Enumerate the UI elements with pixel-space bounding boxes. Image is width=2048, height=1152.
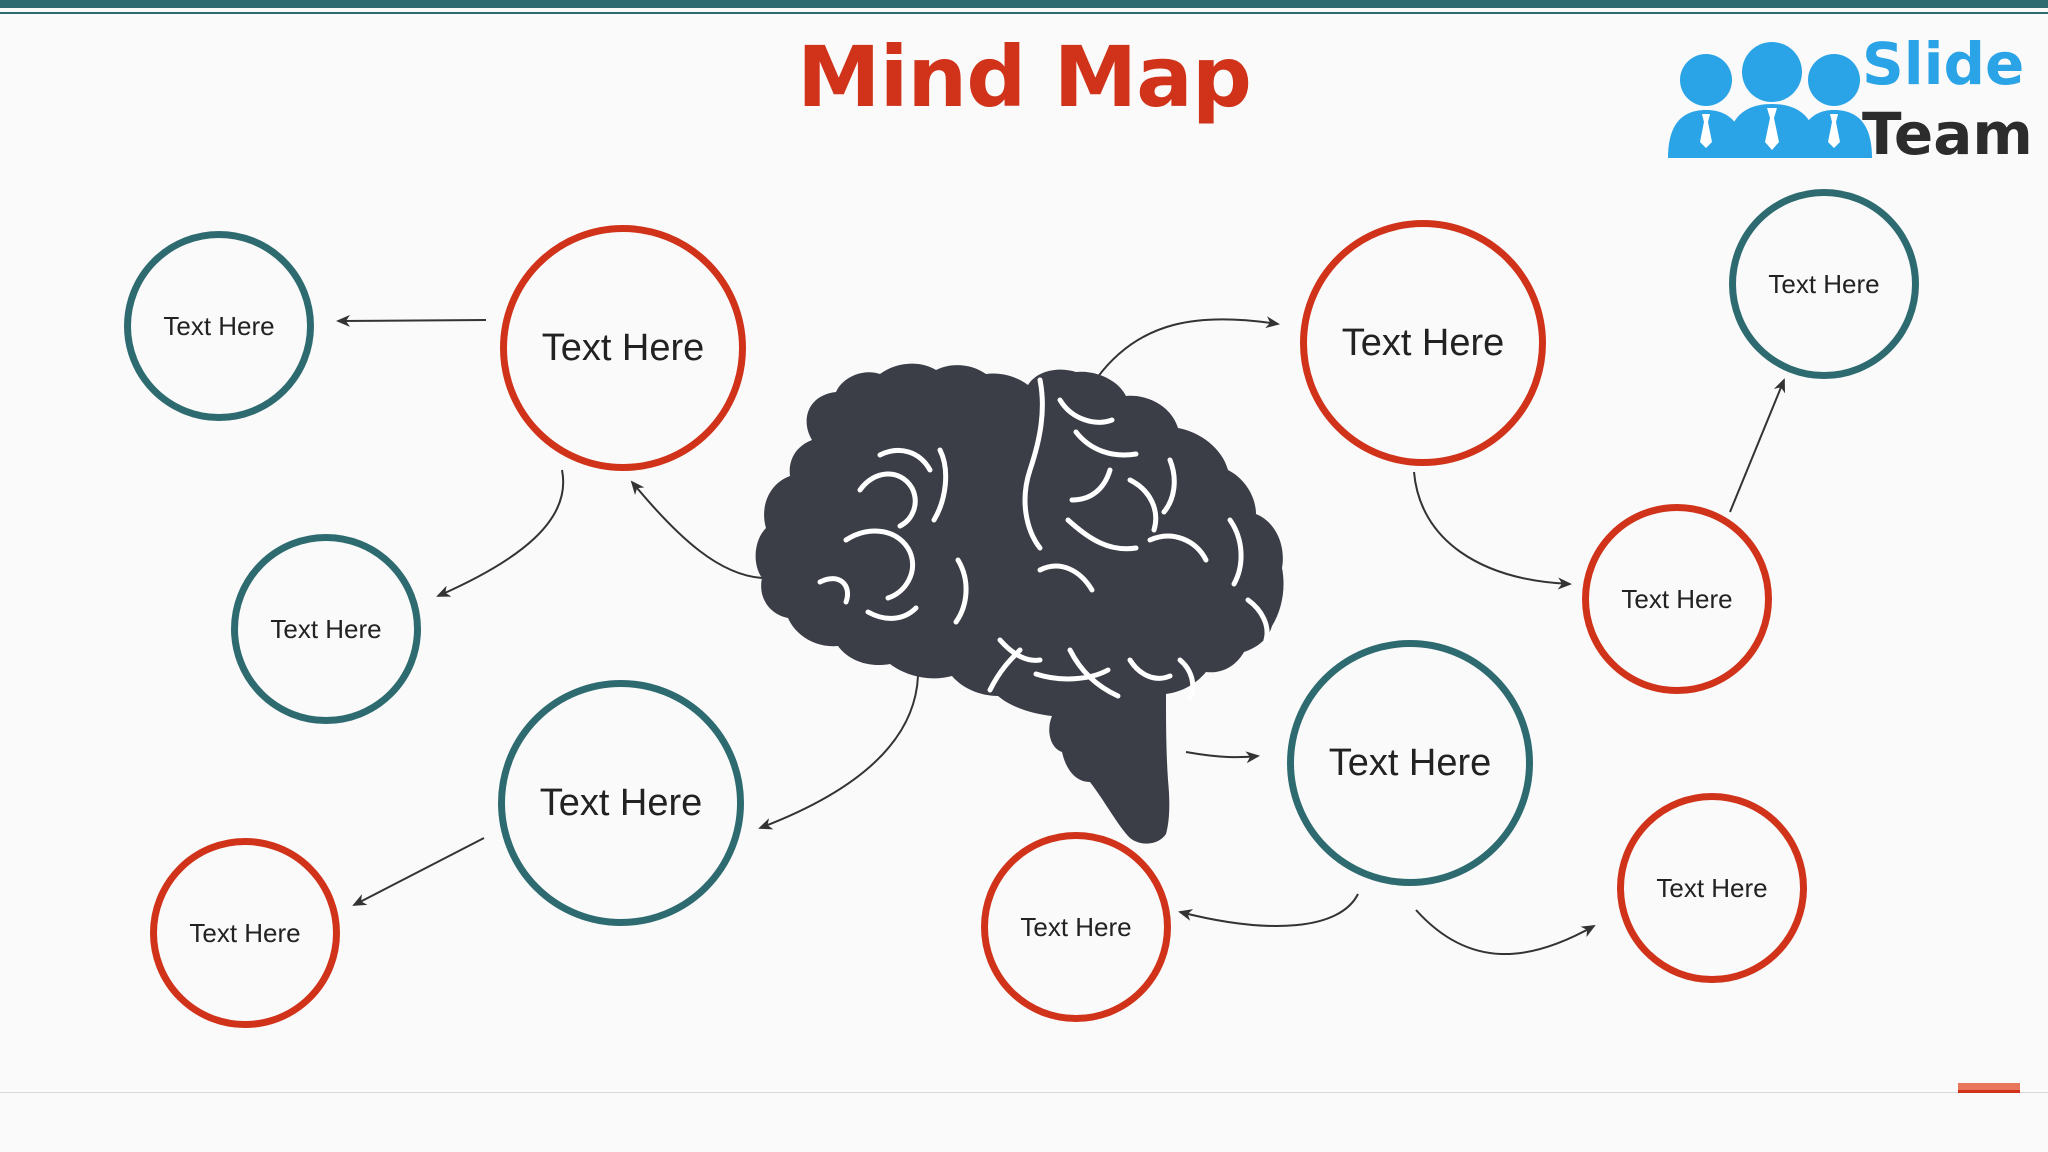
- arrow-brain-to-top-right-main: [1096, 316, 1280, 379]
- arrow-brain-to-bottom-right-main: [1185, 751, 1260, 764]
- arrow-top-right-main-to-right-mid-leaf: [1413, 471, 1572, 590]
- node-bottom-left-main: Text Here: [498, 680, 744, 926]
- arrow-top-left-main-to-top-left-leaf: [336, 314, 487, 327]
- node-bottom-right-main: Text Here: [1287, 640, 1533, 886]
- arrow-bottom-left-main-to-bottom-left-leaf: [352, 837, 485, 906]
- node-label: Text Here: [163, 310, 275, 341]
- arrow-brain-to-top-left-main: [630, 480, 763, 579]
- node-right-mid-leaf: Text Here: [1582, 504, 1772, 694]
- arrow-top-left-main-to-mid-left-leaf: [436, 469, 565, 597]
- node-label: Text Here: [539, 781, 703, 824]
- slide-title: Mind Map: [797, 28, 1252, 126]
- node-mid-left-leaf: Text Here: [231, 534, 421, 724]
- people-icon: [1668, 42, 1872, 158]
- node-top-right-leaf: Text Here: [1729, 189, 1919, 379]
- slideteam-logo: [1668, 42, 1872, 158]
- footer-divider: [0, 1092, 2048, 1093]
- node-label: Text Here: [1341, 321, 1505, 364]
- node-bottom-center-leaf: Text Here: [981, 832, 1171, 1022]
- arrow-bottom-right-main-to-bottom-center-leaf: [1178, 893, 1359, 927]
- footer-accent-line: [1958, 1090, 2020, 1093]
- node-label: Text Here: [189, 917, 301, 948]
- node-bottom-left-leaf: Text Here: [150, 838, 340, 1028]
- node-top-right-main: Text Here: [1300, 220, 1546, 466]
- node-label: Text Here: [1020, 911, 1132, 942]
- node-label: Text Here: [1656, 872, 1768, 903]
- tie-icons: [1700, 108, 1840, 150]
- arrow-bottom-right-main-to-bottom-right-leaf: [1415, 909, 1596, 956]
- node-label: Text Here: [270, 613, 382, 644]
- brain-icon: [755, 363, 1284, 844]
- arrow-right-mid-leaf-to-top-right-leaf: [1729, 378, 1786, 513]
- top-accent-line: [0, 12, 2048, 14]
- node-label: Text Here: [541, 326, 705, 369]
- node-label: Text Here: [1768, 268, 1880, 299]
- footer-accent: [1958, 1083, 2020, 1092]
- node-label: Text Here: [1621, 583, 1733, 614]
- arrow-brain-to-bottom-left-main: [758, 675, 919, 830]
- node-label: Text Here: [1328, 741, 1492, 784]
- logo-word-slide: Slide: [1862, 30, 2025, 98]
- node-top-left-main: Text Here: [500, 225, 746, 471]
- node-bottom-right-leaf: Text Here: [1617, 793, 1807, 983]
- connectors: [336, 314, 1786, 956]
- logo-word-team: Team: [1862, 100, 2033, 168]
- node-top-left-leaf: Text Here: [124, 231, 314, 421]
- top-accent-bar: [0, 0, 2048, 8]
